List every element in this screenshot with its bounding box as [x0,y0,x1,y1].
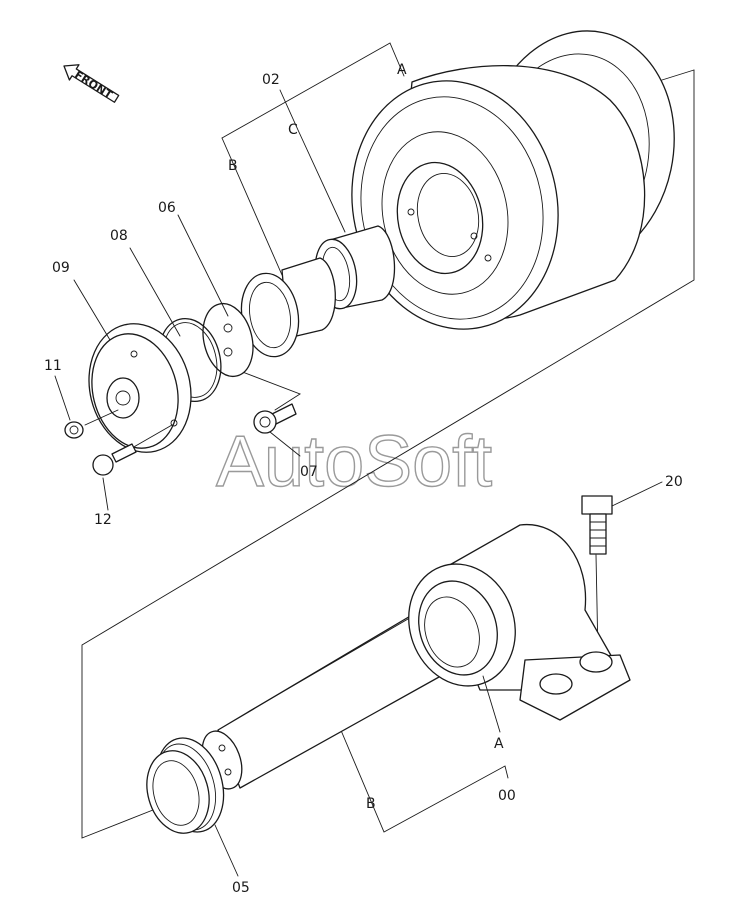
plug-part-07 [253,403,297,434]
callout-08: 08 [110,228,128,244]
callout-b-top: B [228,158,238,174]
front-arrow-icon: FRONT [63,64,120,103]
bolt-part-12 [92,424,173,476]
leader-lines [54,89,663,877]
callout-c-top: C [288,122,298,138]
callout-20: 20 [665,474,683,490]
callout-labels: 02 A C B 06 08 09 11 12 07 20 A 00 B 05 [44,62,683,896]
bushing-part-c [314,225,396,310]
callout-09: 09 [52,260,70,276]
callout-a-top: A [397,62,407,78]
bolt-part-20 [581,495,613,555]
cover-part-09 [88,323,192,453]
callout-11: 11 [44,358,62,374]
front-label: FRONT [72,68,115,102]
plate-part-06 [202,302,254,378]
plug-part-11 [64,409,119,439]
callout-06: 06 [158,200,176,216]
collar-part-b [240,257,336,358]
explode-frame-lines [81,42,695,839]
watermark: AutoSoft [216,422,492,502]
bracket-part-a [408,524,631,721]
callout-02: 02 [262,72,280,88]
callout-00: 00 [498,788,516,804]
shaft-part-b [201,611,449,790]
callout-b-bottom: B [366,796,376,812]
callout-07: 07 [300,464,318,480]
roller-part-02 [351,30,675,330]
callout-a-bottom: A [494,736,504,752]
callout-05: 05 [232,880,250,896]
callout-12: 12 [94,512,112,528]
seal-part-05 [146,737,225,834]
